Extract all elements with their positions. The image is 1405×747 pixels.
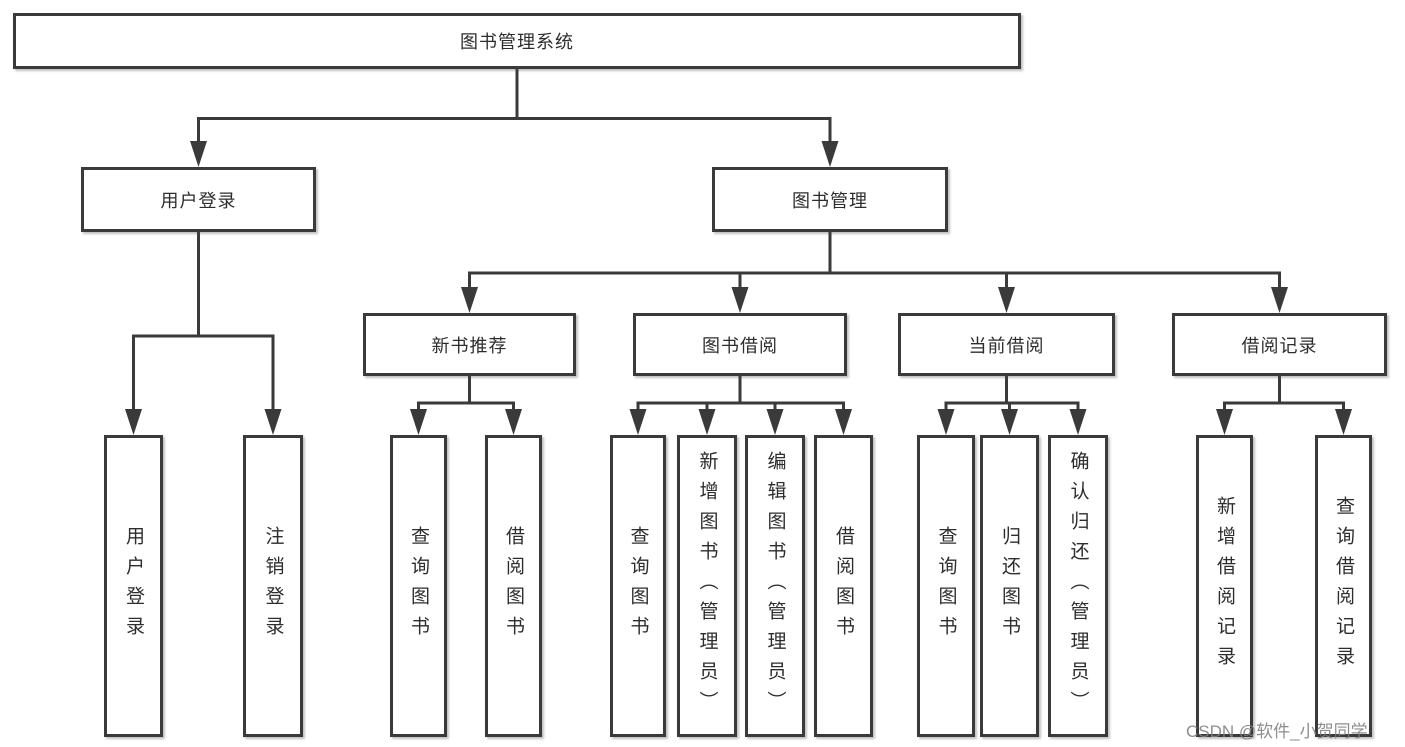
node-user-login: 用户登录 xyxy=(81,167,316,232)
node-new-book-recommend-label: 新书推荐 xyxy=(431,335,508,356)
leaf-nbr-query-book: 查询图书 xyxy=(390,435,447,737)
node-book-borrow: 图书借阅 xyxy=(633,313,847,376)
leaf-cb-confirm-return-admin: 确认归还（管理员） xyxy=(1048,435,1108,737)
leaf-nbr-borrow-book-label: 借阅图书 xyxy=(503,526,524,646)
leaf-bb-add-book-admin: 新增图书（管理员） xyxy=(677,435,737,737)
leaf-bb-borrow-book-label: 借阅图书 xyxy=(833,526,854,646)
node-root-label: 图书管理系统 xyxy=(460,32,574,52)
leaf-nbr-query-book-label: 查询图书 xyxy=(408,526,429,646)
node-book-management: 图书管理 xyxy=(712,167,948,232)
node-current-borrow: 当前借阅 xyxy=(898,313,1115,376)
leaf-cb-query-book-label: 查询图书 xyxy=(935,526,957,646)
node-borrow-record: 借阅记录 xyxy=(1172,313,1387,376)
leaf-logout: 注销登录 xyxy=(243,435,303,737)
node-borrow-record-label: 借阅记录 xyxy=(1241,335,1318,356)
leaf-cb-return-book-label: 归还图书 xyxy=(999,526,1020,646)
leaf-cb-query-book: 查询图书 xyxy=(917,435,975,737)
leaf-br-add-record: 新增借阅记录 xyxy=(1196,435,1253,737)
leaf-cb-return-book: 归还图书 xyxy=(980,435,1039,737)
node-current-borrow-label: 当前借阅 xyxy=(968,335,1045,356)
node-new-book-recommend: 新书推荐 xyxy=(363,313,576,376)
node-user-login-label: 用户登录 xyxy=(160,190,237,211)
leaf-user-login: 用户登录 xyxy=(104,435,163,737)
leaf-br-add-record-label: 新增借阅记录 xyxy=(1214,496,1235,676)
leaf-bb-borrow-book: 借阅图书 xyxy=(814,435,873,737)
leaf-bb-query-book-label: 查询图书 xyxy=(627,526,649,646)
leaf-cb-confirm-return-admin-label: 确认归还（管理员） xyxy=(1067,451,1089,721)
watermark: CSDN @软件_小贺同学 xyxy=(1186,722,1368,741)
leaf-user-login-label: 用户登录 xyxy=(123,526,144,646)
leaf-bb-edit-book-admin: 编辑图书（管理员） xyxy=(745,435,805,737)
leaf-bb-edit-book-admin-label: 编辑图书（管理员） xyxy=(764,451,786,721)
leaf-bb-add-book-admin-label: 新增图书（管理员） xyxy=(696,451,718,721)
node-book-borrow-label: 图书借阅 xyxy=(702,335,778,356)
leaf-br-query-record-label: 查询借阅记录 xyxy=(1333,496,1354,676)
leaf-nbr-borrow-book: 借阅图书 xyxy=(485,435,542,737)
leaf-br-query-record: 查询借阅记录 xyxy=(1315,435,1372,737)
leaf-bb-query-book: 查询图书 xyxy=(610,435,666,737)
leaf-logout-label: 注销登录 xyxy=(262,526,284,646)
node-book-management-label: 图书管理 xyxy=(792,190,868,211)
node-root: 图书管理系统 xyxy=(13,13,1021,69)
